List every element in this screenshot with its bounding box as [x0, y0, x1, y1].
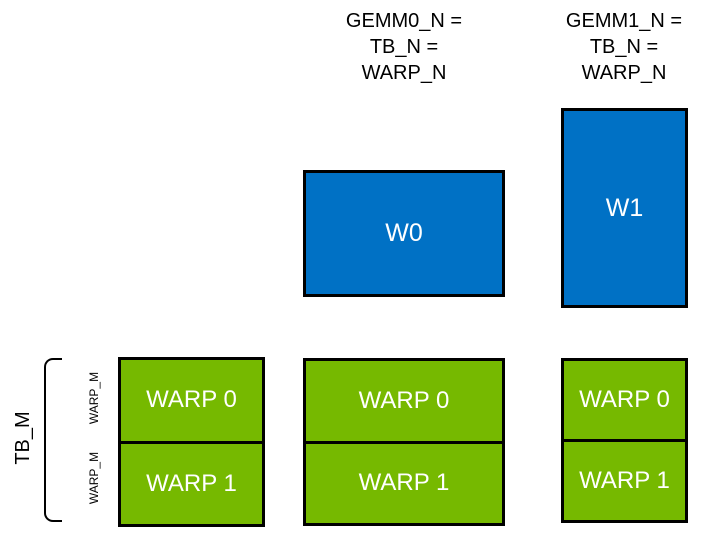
tb-m-bracket	[44, 358, 62, 522]
warp-tile-w0-label: W0	[385, 219, 423, 247]
warp-stack-left: WARP 0 WARP 1	[118, 357, 265, 527]
warp-cell: WARP 1	[306, 443, 502, 523]
warp-cell: WARP 1	[121, 443, 262, 524]
warp-cell-label: WARP 0	[146, 386, 237, 414]
warp-cell-label: WARP 0	[358, 386, 450, 414]
tb-m-label: TB_M	[12, 411, 34, 465]
warp-m-label-upper: WARP_M	[87, 371, 101, 425]
warp-cell: WARP 0	[564, 361, 685, 442]
warp-cell-label: WARP 1	[358, 469, 450, 497]
warp-stack-middle: WARP 0 WARP 1	[303, 358, 505, 526]
warp-tile-w1-label: W1	[605, 193, 644, 222]
gemm0-column-header: GEMM0_N = TB_N = WARP_N	[345, 10, 463, 84]
warp-stack-right: WARP 0 WARP 1	[561, 358, 688, 523]
warp-cell-label: WARP 1	[579, 467, 670, 494]
warp-cell: WARP 0	[306, 361, 502, 444]
gemm1-column-header: GEMM1_N = TB_N = WARP_N	[565, 10, 683, 84]
warp-tile-w1: W1	[561, 108, 688, 308]
warp-cell-label: WARP 1	[146, 469, 237, 497]
warp-m-label-lower: WARP_M	[87, 451, 101, 505]
warp-tile-w0: W0	[303, 170, 505, 297]
warp-cell: WARP 0	[121, 360, 262, 444]
warp-cell: WARP 1	[564, 442, 685, 520]
warp-cell-label: WARP 0	[579, 386, 670, 413]
